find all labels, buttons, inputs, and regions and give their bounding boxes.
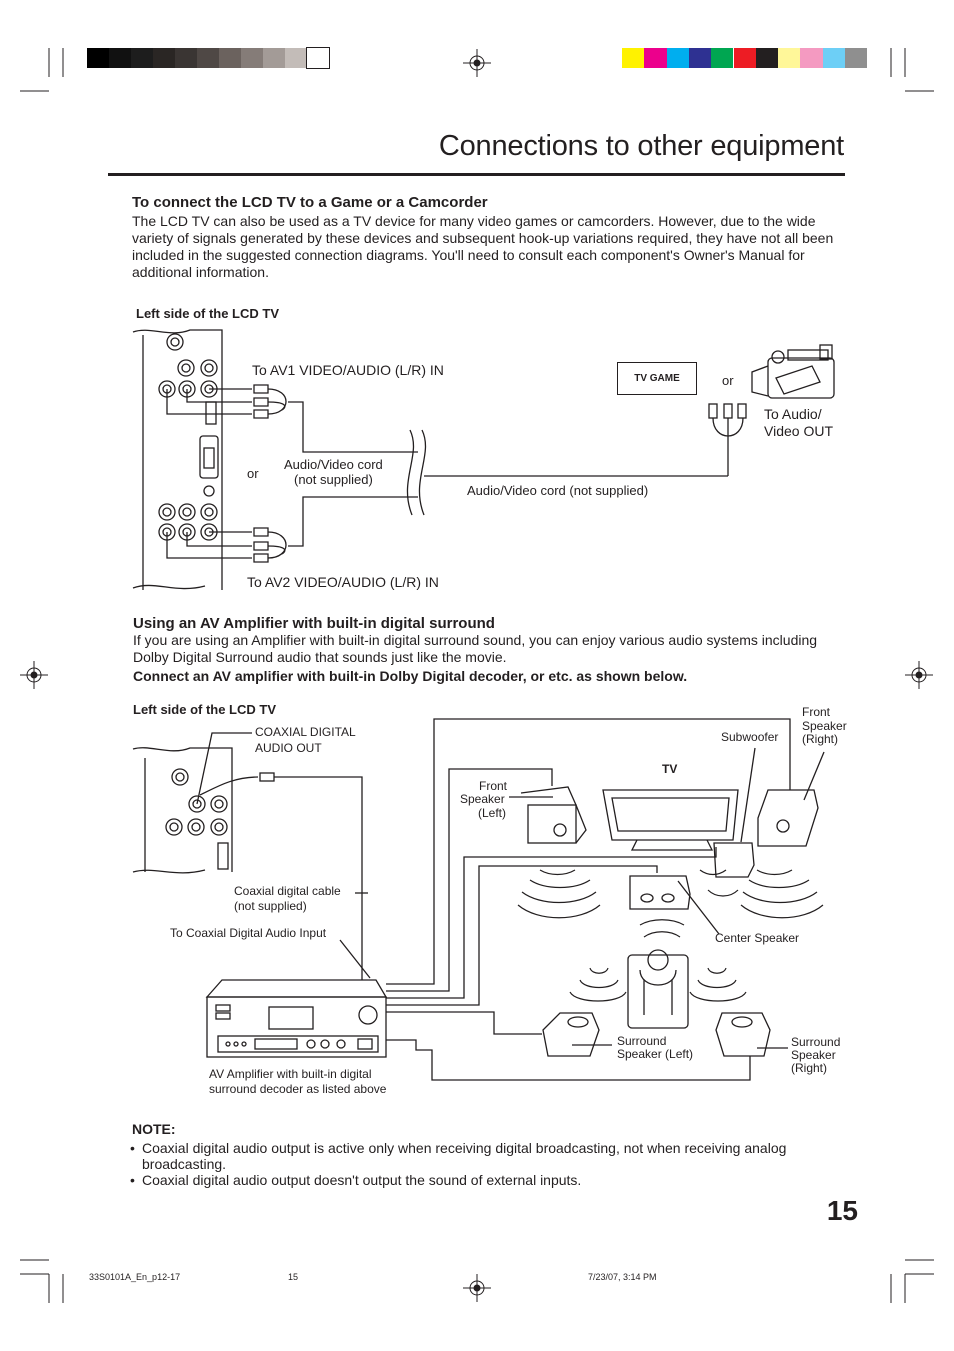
center-speaker	[629, 875, 691, 910]
color-swatch	[666, 48, 689, 68]
section-amplifier-paragraph: If you are using an Amplifier with built…	[133, 632, 818, 665]
surround-right-line2: Speaker	[791, 1048, 836, 1062]
front-left-line1: Front	[479, 779, 508, 793]
cord-short-line1: Audio/Video cord	[284, 457, 383, 472]
registration-mark-bottom	[463, 1274, 491, 1302]
color-swatch	[733, 48, 756, 68]
color-swatch	[306, 47, 330, 69]
color-swatch	[175, 48, 197, 68]
tv-icon	[602, 789, 739, 851]
to-audio-line1: To Audio/	[764, 406, 822, 422]
color-swatch	[87, 48, 109, 68]
av2-rca-plugs	[253, 496, 418, 563]
color-swatch	[153, 48, 175, 68]
note-list: Coaxial digital audio output is active o…	[130, 1140, 862, 1188]
color-swatch	[845, 48, 868, 68]
center-speaker-label: Center Speaker	[715, 931, 800, 945]
front-right-line2: Speaker	[802, 719, 847, 733]
av1-label: To AV1 VIDEO/AUDIO (L/R) IN	[252, 362, 444, 378]
cord-break	[406, 429, 427, 516]
section-game-camcorder-heading: To connect the LCD TV to a Game or a Cam…	[132, 194, 488, 211]
amp-label-line2: surround decoder as listed above	[209, 1082, 387, 1096]
front-left-speaker	[520, 786, 587, 844]
footer-date: 7/23/07, 3:14 PM	[588, 1272, 657, 1282]
surround-left-speaker	[542, 1012, 600, 1057]
footer-page: 15	[288, 1272, 299, 1282]
section-amplifier-heading: Using an AV Amplifier with built-in digi…	[133, 615, 495, 632]
section-amplifier-bold-line: Connect an AV amplifier with built-in Do…	[133, 668, 688, 684]
crop-marks	[20, 48, 934, 1303]
tv-side-panel-2	[132, 747, 233, 874]
color-swatch	[131, 48, 153, 68]
cord-short-line2: (not supplied)	[294, 472, 373, 487]
amp-label-line1: AV Amplifier with built-in digital	[209, 1067, 372, 1081]
title-rule	[108, 173, 845, 176]
color-swatch	[822, 48, 845, 68]
page-title: Connections to other equipment	[438, 130, 844, 162]
color-swatch	[241, 48, 263, 68]
surround-right-line1: Surround	[791, 1035, 841, 1049]
color-swatch	[219, 48, 241, 68]
color-swatch	[644, 48, 667, 68]
note-heading: NOTE:	[132, 1121, 176, 1137]
color-swatch	[285, 48, 307, 68]
coax-cable-line2: (not supplied)	[234, 899, 307, 913]
surround-left-line1: Surround	[617, 1034, 667, 1048]
note-item: Coaxial digital audio output doesn't out…	[130, 1172, 862, 1188]
to-audio-line2: Video OUT	[764, 423, 833, 439]
color-swatch	[263, 48, 285, 68]
av1-rca-plugs	[253, 384, 418, 453]
front-right-line1: Front	[802, 705, 831, 719]
subwoofer-label: Subwoofer	[721, 730, 779, 744]
front-right-line3: (Right)	[802, 732, 839, 746]
side-label-2: Left side of the LCD TV	[133, 702, 276, 717]
note-item: Coaxial digital audio output is active o…	[130, 1140, 862, 1172]
subwoofer	[713, 842, 755, 878]
page-number: 15	[826, 1195, 858, 1226]
speaker-wires	[386, 718, 791, 1081]
registration-mark-left	[20, 661, 48, 689]
color-swatch	[711, 48, 734, 68]
color-swatch	[800, 48, 823, 68]
tv-label: TV	[662, 762, 678, 776]
front-right-speaker	[757, 789, 819, 847]
av2-label: To AV2 VIDEO/AUDIO (L/R) IN	[247, 574, 439, 590]
registration-mark-right	[905, 661, 933, 689]
coax-input-label: To Coaxial Digital Audio Input	[170, 926, 327, 940]
or-label-2: or	[722, 373, 734, 388]
tv-game-box: TV GAME	[617, 362, 697, 395]
footer-file: 33S0101A_En_p12-17	[89, 1272, 181, 1282]
color-swatch	[778, 48, 801, 68]
tv-side-panel-1	[132, 329, 252, 590]
surround-right-speaker	[715, 1012, 771, 1057]
camcorder-rca-plugs	[708, 403, 747, 440]
front-left-line3: (Left)	[478, 806, 507, 820]
color-swatch	[622, 48, 645, 68]
surround-left-line2: Speaker (Left)	[617, 1047, 694, 1061]
coax-cable-line1: Coaxial digital cable	[234, 884, 341, 898]
camcorder-icon	[751, 344, 835, 399]
color-swatch	[109, 48, 131, 68]
sound-waves	[517, 869, 824, 1002]
section-game-camcorder-paragraph: The LCD TV can also be used as a TV devi…	[132, 213, 834, 280]
color-swatch	[755, 48, 779, 68]
side-label-1: Left side of the LCD TV	[136, 306, 279, 321]
surround-right-line3: (Right)	[791, 1061, 828, 1075]
or-label-1: or	[247, 466, 259, 481]
av-amplifier	[205, 979, 388, 1058]
coax-plug	[259, 772, 363, 980]
cord-long-label: Audio/Video cord (not supplied)	[467, 483, 649, 498]
registration-mark-top	[463, 49, 491, 77]
listener-icon	[627, 949, 689, 1029]
coax-out-line1: COAXIAL DIGITAL	[255, 725, 356, 739]
front-left-line2: Speaker	[460, 792, 505, 806]
color-swatch	[197, 48, 219, 68]
coax-out-line2: AUDIO OUT	[255, 741, 322, 755]
color-swatch	[688, 48, 712, 68]
